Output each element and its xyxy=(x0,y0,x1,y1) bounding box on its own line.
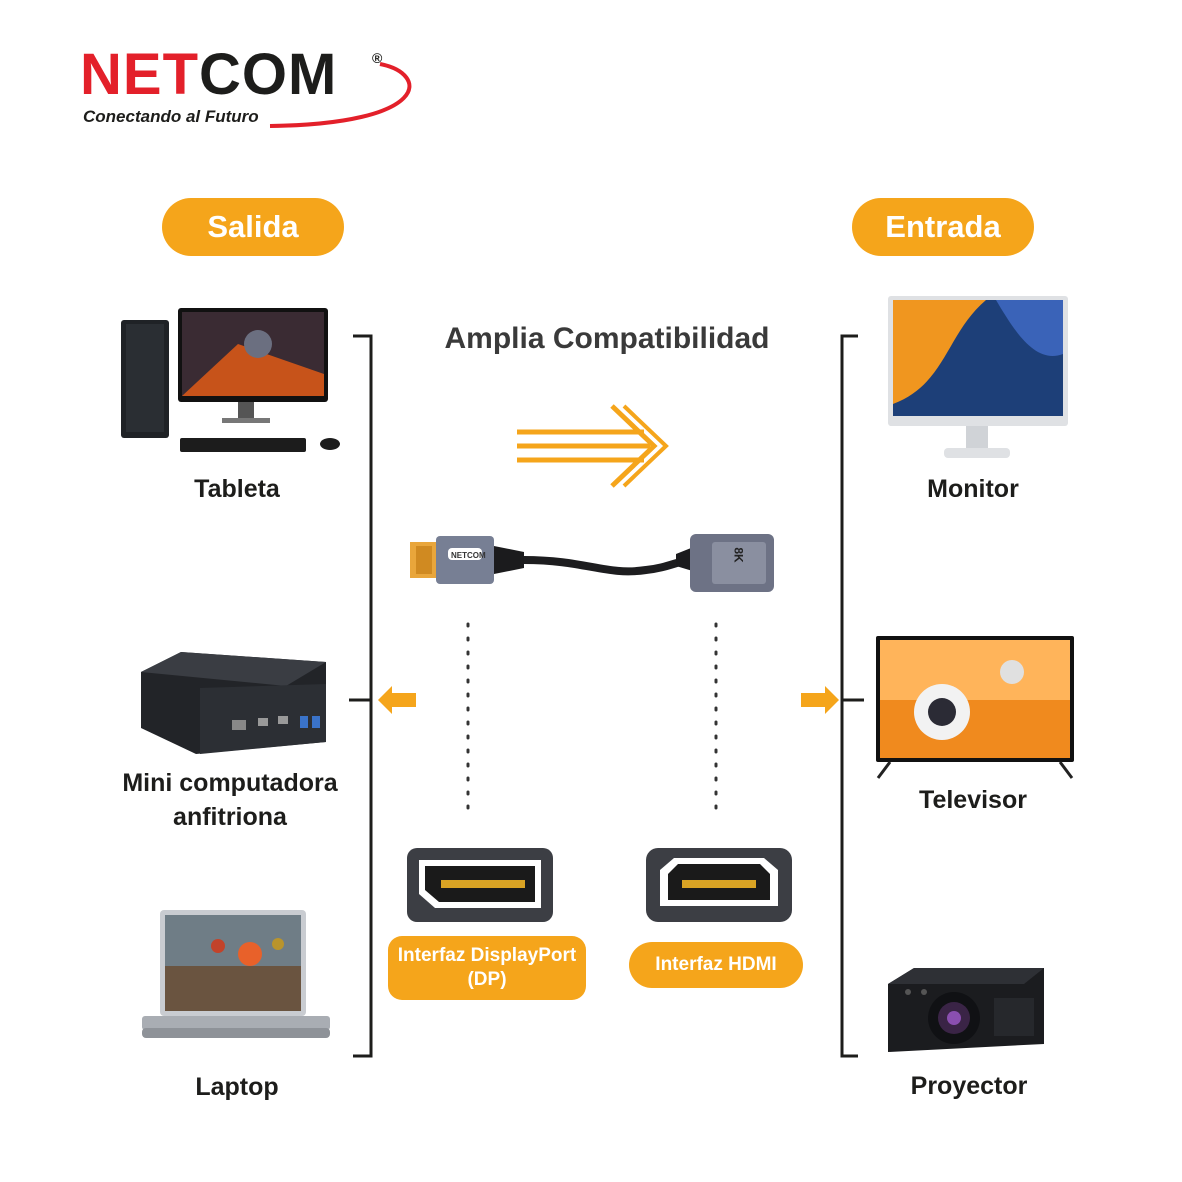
center-headline: Amplia Compatibilidad xyxy=(444,322,770,355)
arrow-left-icon xyxy=(378,686,416,714)
logo-wordmark: NETCOM xyxy=(80,46,337,104)
logo-text-red: NET xyxy=(80,42,199,107)
adapter-hdmi-print: 8K xyxy=(731,547,746,563)
dp-interface-label-line1: Interfaz DisplayPort xyxy=(397,945,577,966)
mini-pc-icon xyxy=(141,652,326,754)
output-heading: Salida xyxy=(162,198,344,256)
destination-label-1: Televisor xyxy=(919,786,1027,814)
logo-swoosh-icon xyxy=(269,62,412,128)
desktop-pc-icon xyxy=(121,308,340,452)
adapter-brand-print: NETCOM xyxy=(451,551,486,560)
registered-mark: ® xyxy=(372,50,383,66)
arrow-right-icon xyxy=(801,686,839,714)
monitor-icon xyxy=(888,296,1068,458)
adapter-cable xyxy=(410,534,774,592)
laptop-icon xyxy=(142,910,330,1038)
hdmi-dotted-line xyxy=(714,622,718,812)
hdmi-interface-label: Interfaz HDMI xyxy=(629,942,803,988)
dp-interface-label: Interfaz DisplayPort (DP) xyxy=(388,936,586,1000)
displayport-port-icon xyxy=(407,848,553,922)
source-label-1: Mini computadora anfitriona xyxy=(100,766,360,834)
source-label-0: Tableta xyxy=(194,475,280,503)
dp-interface-label-line2: (DP) xyxy=(467,969,507,990)
source-label-1-line2: anfitriona xyxy=(173,803,287,831)
television-icon xyxy=(876,636,1074,779)
source-label-1-line1: Mini computadora xyxy=(122,769,338,797)
logo-text-dark: COM xyxy=(199,42,338,107)
double-arrow-icon xyxy=(517,404,669,488)
source-label-2: Laptop xyxy=(195,1073,279,1101)
projector-icon xyxy=(888,968,1044,1052)
dp-dotted-line xyxy=(466,622,470,812)
right-bracket xyxy=(840,334,864,1058)
hdmi-port-icon xyxy=(646,848,792,922)
logo-tagline: Conectando al Futuro xyxy=(83,107,259,126)
left-bracket xyxy=(349,334,373,1058)
destination-label-2: Proyector xyxy=(910,1072,1028,1100)
destination-label-0: Monitor xyxy=(927,475,1019,503)
input-heading: Entrada xyxy=(852,198,1034,256)
